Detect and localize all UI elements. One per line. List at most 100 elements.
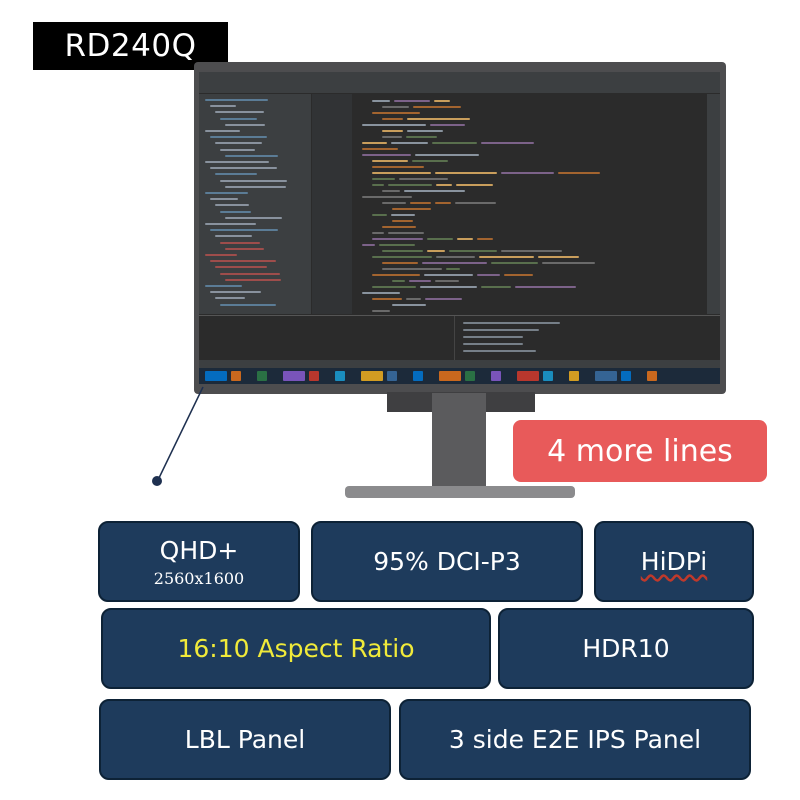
code-line-segment: [501, 172, 554, 174]
taskbar-app: [595, 371, 617, 381]
code-line-segment: [415, 154, 479, 156]
project-tree-item: [210, 167, 277, 170]
code-line-segment: [457, 238, 473, 240]
code-line-segment: [362, 244, 375, 246]
code-line-segment: [407, 130, 443, 132]
project-tree-item: [215, 111, 264, 114]
code-line-segment: [399, 178, 448, 180]
code-line-segment: [436, 184, 452, 186]
project-tree-item: [220, 272, 280, 275]
code-line-segment: [382, 130, 403, 132]
project-tree-item: [215, 173, 257, 176]
tile-hidpi: HiDPi: [594, 521, 754, 602]
code-line-segment: [481, 286, 511, 288]
project-tree-item: [220, 241, 260, 244]
ide-code-editor: [352, 94, 707, 314]
code-line-segment: [413, 106, 461, 108]
taskbar-app: [257, 371, 267, 381]
code-line-segment: [420, 286, 477, 288]
code-line-segment: [406, 136, 437, 138]
ide-toolbar: [199, 81, 720, 94]
callout-line: [157, 386, 204, 481]
project-tree-item: [205, 192, 248, 194]
tile-lbl-panel: LBL Panel: [99, 699, 391, 780]
taskbar-app: [491, 371, 501, 381]
code-line-segment: [455, 202, 496, 204]
code-line-segment: [372, 178, 395, 180]
code-line-segment: [382, 190, 400, 192]
tile-e2e-ips: 3 side E2E IPS Panel: [399, 699, 751, 780]
project-tree-item: [220, 303, 276, 306]
project-tree-item: [205, 254, 237, 256]
code-line-segment: [392, 208, 431, 210]
ide-gutter: [312, 94, 352, 314]
hidpi-label: HiDPi: [640, 547, 708, 576]
project-tree-item: [220, 179, 287, 182]
code-line-segment: [382, 118, 403, 120]
code-line-segment: [372, 160, 408, 162]
project-tree-item: [210, 260, 276, 263]
code-line-segment: [501, 250, 562, 252]
taskbar-app: [335, 371, 345, 381]
project-tree-item: [225, 123, 265, 126]
code-line-segment: [435, 280, 459, 282]
code-line-segment: [382, 106, 409, 108]
tile-aspect-ratio: 16:10 Aspect Ratio: [101, 608, 491, 689]
hdr10-label: HDR10: [582, 634, 670, 663]
code-line-segment: [372, 100, 390, 102]
code-line-segment: [407, 118, 470, 120]
code-line-segment: [449, 250, 497, 252]
console-line: [463, 343, 523, 345]
code-line-segment: [372, 214, 387, 216]
code-line-segment: [412, 160, 448, 162]
code-line-segment: [538, 256, 579, 258]
ide-bottom-panel: [199, 315, 720, 361]
project-tree-item: [210, 229, 278, 232]
taskbar-app: [439, 371, 461, 381]
callout-dot: [152, 476, 162, 486]
code-line-segment: [427, 250, 445, 252]
code-line-segment: [372, 232, 384, 234]
code-line-segment: [392, 304, 426, 306]
taskbar-app: [413, 371, 423, 381]
code-line-segment: [362, 292, 400, 294]
project-tree-item: [225, 185, 286, 188]
console-line: [463, 322, 560, 324]
project-tree-item: [225, 278, 281, 281]
code-line-segment: [427, 238, 453, 240]
code-line-segment: [388, 232, 424, 234]
code-line-segment: [382, 262, 418, 264]
code-line-segment: [372, 184, 384, 186]
project-tree-item: [205, 161, 269, 163]
project-tree-item: [225, 216, 282, 219]
tile-hdr10: HDR10: [498, 608, 754, 689]
monitor-stand-base: [345, 486, 575, 498]
code-line-segment: [372, 172, 431, 174]
taskbar-app: [231, 371, 241, 381]
project-tree-item: [215, 204, 249, 207]
tile-qhd: QHD+ 2560x1600: [98, 521, 300, 602]
project-tree-item: [205, 285, 242, 287]
code-line-segment: [382, 250, 423, 252]
project-tree-item: [210, 291, 261, 294]
console-line: [463, 336, 523, 338]
taskbar-app: [283, 371, 305, 381]
code-line-segment: [372, 298, 402, 300]
code-line-segment: [446, 268, 460, 270]
monitor-stand-neck: [432, 393, 486, 489]
code-line-segment: [362, 148, 398, 150]
project-tree-item: [210, 198, 238, 201]
code-line-segment: [391, 214, 415, 216]
code-line-segment: [434, 100, 450, 102]
code-line-segment: [430, 124, 465, 126]
code-line-segment: [372, 286, 416, 288]
code-line-segment: [394, 100, 430, 102]
more-lines-badge: 4 more lines: [513, 420, 767, 482]
code-line-segment: [435, 172, 497, 174]
code-line-segment: [424, 274, 473, 276]
project-tree-item: [210, 136, 267, 139]
code-line-segment: [491, 262, 538, 264]
code-line-segment: [477, 274, 500, 276]
project-tree-item: [220, 117, 257, 120]
project-tree-item: [205, 99, 268, 101]
